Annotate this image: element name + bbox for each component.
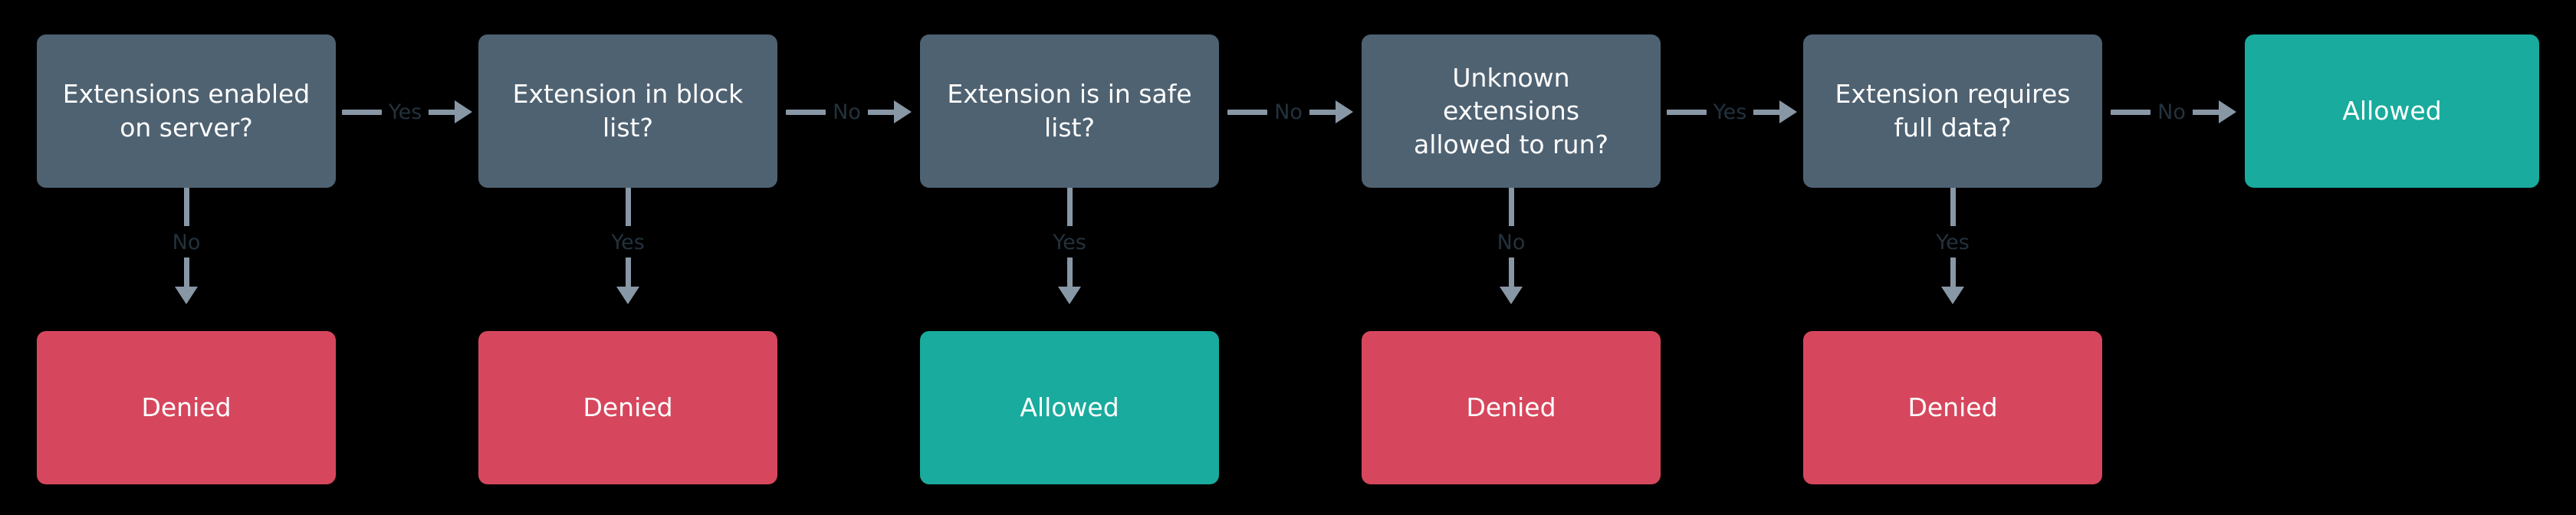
outcome-node-denied-1[interactable]: Denied [37,331,336,484]
arrow-head [1335,100,1353,123]
node-label: Extension is in safe list? [947,79,1192,143]
outcome-node-denied-5[interactable]: Denied [1803,331,2102,484]
connector-line [183,188,189,226]
arrow-shaft [2192,109,2219,115]
arrow-shaft [1066,258,1073,287]
connector-down-4: No [1465,188,1557,333]
arrow-head [455,100,473,123]
node-label: Denied [141,392,232,423]
arrow-head [2218,100,2236,123]
outcome-node-denied-4[interactable]: Denied [1362,331,1661,484]
connector-label-down-2: Yes [611,231,645,254]
decision-node-unknown-extensions-allowed-to-run[interactable]: Unknown extensions allowed to run? [1362,34,1661,188]
arrow-shaft [1753,109,1780,115]
arrow-shaft [183,258,189,287]
arrow-head [1500,287,1523,304]
connector-line [1227,109,1268,115]
node-label: Denied [1466,392,1556,423]
node-label: Extension requires full data? [1835,79,2071,143]
connector-label-right-3: No [1274,100,1303,124]
arrow-shaft [625,258,631,287]
connector-line [786,109,826,115]
connector-down-1: No [140,188,232,333]
arrow-down-icon [616,258,639,304]
connector-line [1950,188,1956,226]
connector-down-3: Yes [1024,188,1116,333]
outcome-node-denied-2[interactable]: Denied [478,331,777,484]
arrow-shaft [429,109,455,115]
connector-down-2: Yes [582,188,674,333]
connector-label-down-4: No [1497,231,1526,254]
arrow-down-icon [175,258,198,304]
flow-column-1: Extensions enabled on server? No Denied [37,0,336,515]
arrow-right-icon [1309,100,1353,123]
connector-label-right-2: No [833,100,861,124]
flow-column-5: Extension requires full data? Yes Denied [1803,0,2102,515]
connector-label-down-1: No [172,231,201,254]
connector-label-down-5: Yes [1936,231,1970,254]
connector-line [341,109,382,115]
flow-column-3: Extension is in safe list? Yes Allowed [920,0,1219,515]
arrow-right-icon [2192,100,2236,123]
arrow-head [1058,287,1081,304]
node-label: Extension in block list? [512,79,744,143]
arrow-down-icon [1500,258,1523,304]
connector-line [1666,109,1707,115]
connector-down-5: Yes [1907,188,1999,333]
flow-column-2: Extension in block list? Yes Denied [478,0,777,515]
outcome-node-allowed-final[interactable]: Allowed [2245,34,2539,188]
outcome-node-allowed-3[interactable]: Allowed [920,331,1219,484]
connector-right-3: No [1219,100,1362,124]
node-label: Denied [1907,392,1998,423]
connector-right-2: No [777,100,920,124]
node-label: Unknown extensions allowed to run? [1413,62,1608,159]
decision-node-extension-requires-full-data[interactable]: Extension requires full data? [1803,34,2102,188]
connector-right-1: Yes [336,100,478,124]
node-label: Extensions enabled on server? [62,79,310,143]
connector-label-right-4: Yes [1713,100,1747,124]
arrow-head [175,287,198,304]
arrow-shaft [867,109,894,115]
arrow-head [893,100,912,123]
arrow-down-icon [1058,258,1081,304]
decision-node-extension-in-block-list[interactable]: Extension in block list? [478,34,777,188]
flow-column-4: Unknown extensions allowed to run? No De… [1362,0,1661,515]
decision-node-extensions-enabled-on-server[interactable]: Extensions enabled on server? [37,34,336,188]
arrow-head [1779,100,1798,123]
arrow-right-icon [867,100,912,123]
arrow-shaft [1309,109,1336,115]
arrow-shaft [1508,258,1514,287]
connector-label-right-1: Yes [388,100,422,124]
connector-line [625,188,631,226]
connector-right-5: No [2102,100,2245,124]
decision-node-extension-is-in-safe-list[interactable]: Extension is in safe list? [920,34,1219,188]
arrow-right-icon [1753,100,1798,123]
arrow-down-icon [1941,258,1964,304]
node-label: Allowed [2342,96,2442,126]
arrow-head [1941,287,1964,304]
arrow-shaft [1950,258,1956,287]
node-label: Allowed [1020,392,1119,423]
arrow-head [616,287,639,304]
connector-line [1508,188,1514,226]
connector-label-right-5: No [2157,100,2186,124]
flow-column-6: Allowed [2245,0,2539,515]
node-label: Denied [583,392,673,423]
connector-line [1066,188,1073,226]
connector-line [2111,109,2151,115]
connector-label-down-3: Yes [1053,231,1086,254]
arrow-right-icon [429,100,473,123]
connector-right-4: Yes [1661,100,1803,124]
